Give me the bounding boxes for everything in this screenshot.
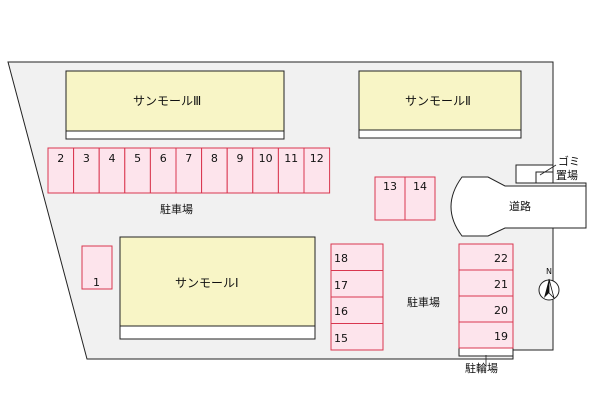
parking-slot-number: 12 — [309, 152, 324, 165]
parking-slot-12 — [303, 147, 331, 194]
building-3 — [65, 70, 285, 140]
road-label: 道路 — [509, 200, 531, 213]
building-3-label: サンモールⅢ — [133, 94, 202, 108]
parking-slot-4 — [98, 147, 126, 194]
parking-slot-number: 14 — [413, 180, 427, 193]
parking-slot-8 — [201, 147, 228, 194]
garbage-label-line1: ゴミ — [558, 155, 580, 168]
parking-slot-number: 9 — [236, 152, 244, 165]
parking-slot-number: 18 — [334, 252, 348, 265]
parking-slot-number: 2 — [57, 152, 65, 165]
parking-slot-number: 3 — [82, 152, 90, 165]
parking-slot-14 — [404, 176, 436, 221]
parking-slot-13 — [374, 176, 406, 221]
parking-slot-number: 8 — [210, 152, 218, 165]
parking-slot-number: 7 — [185, 152, 193, 165]
parking-slot-20 — [458, 295, 514, 323]
garbage-label-line2: 置場 — [556, 169, 578, 182]
building-2 — [358, 70, 522, 139]
parking-slot-16 — [330, 296, 384, 324]
garbage-area-inner — [535, 171, 554, 184]
parking-label-right: 駐車場 — [407, 296, 440, 309]
parking-slot-number: 4 — [108, 152, 116, 165]
parking-slots — [47, 147, 514, 351]
building-1 — [119, 236, 316, 340]
parking-slot-number: 22 — [494, 252, 508, 265]
parking-slot-21 — [458, 269, 514, 297]
parking-slot-number: 19 — [494, 330, 508, 343]
road-area — [450, 176, 587, 237]
parking-slot-number: 20 — [494, 304, 508, 317]
parking-slot-2 — [47, 147, 75, 194]
building-1-label: サンモールⅠ — [175, 276, 239, 290]
bicycle-label: 駐輪場 — [465, 362, 498, 375]
parking-slot-1 — [81, 245, 113, 290]
parking-slot-number: 17 — [334, 278, 348, 292]
parking-label-top: 駐車場 — [160, 203, 193, 216]
parking-slot-number: 1 — [93, 276, 100, 289]
garbage-leader — [539, 164, 557, 176]
parking-slot-number: 13 — [383, 180, 397, 193]
building-2-label: サンモールⅡ — [405, 94, 471, 108]
parking-slot-15 — [330, 323, 384, 351]
parking-slot-number: 5 — [134, 152, 142, 165]
parking-slot-number: 10 — [258, 152, 273, 165]
parking-slot-19 — [458, 321, 514, 349]
parking-slot-6 — [149, 147, 177, 194]
parking-slot-number: 21 — [494, 278, 508, 291]
parking-slot-22 — [458, 243, 514, 271]
north-compass-icon — [538, 278, 560, 301]
parking-slot-number: 6 — [159, 152, 167, 165]
parking-slot-9 — [226, 147, 254, 194]
north-label: N — [546, 267, 552, 276]
parking-slot-number: 11 — [284, 152, 299, 165]
parking-slot-number: 15 — [334, 331, 348, 345]
parking-slot-number: 16 — [334, 305, 348, 318]
parking-slot-11 — [277, 147, 305, 194]
